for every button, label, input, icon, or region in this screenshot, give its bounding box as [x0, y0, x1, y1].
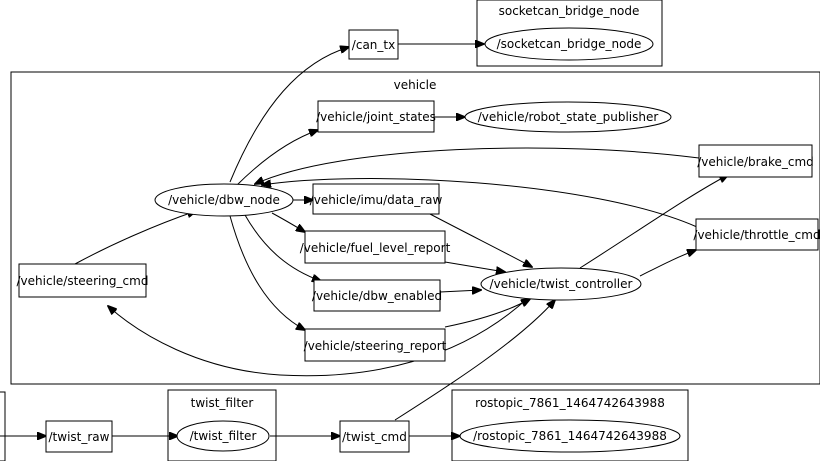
twist-cmd-label: /twist_cmd — [342, 430, 407, 444]
node-robot-state-publisher[interactable]: /vehicle/robot_state_publisher — [464, 101, 672, 133]
fuel-level-report-label: /vehicle/fuel_level_report — [300, 241, 451, 255]
topic-fuel-level-report[interactable]: /vehicle/fuel_level_report — [300, 230, 451, 264]
cluster-rostopic: rostopic_7861_1464742643988 — [451, 389, 689, 461]
topic-throttle-cmd[interactable]: /vehicle/throttle_cmd — [693, 218, 820, 251]
edge-dbw-node-to-joint-states — [235, 130, 318, 187]
steering-report-label: /vehicle/steering_report — [304, 339, 447, 353]
node-socketcan-bridge-node[interactable]: /socketcan_bridge_node — [484, 27, 654, 61]
edge-throttle-cmd-to-dbw-node — [262, 178, 698, 228]
brake-cmd-label: /vehicle/brake_cmd — [697, 155, 814, 169]
node-rostopic[interactable]: /rostopic_7861_1464742643988 — [459, 419, 681, 453]
edge-twist-controller-to-throttle-cmd — [639, 250, 696, 277]
edge-dbw-node-to-can-tx — [229, 47, 349, 183]
twist-raw-label: /twist_raw — [49, 430, 110, 444]
edge-dbw-node-to-dbw-enabled — [244, 214, 321, 281]
cluster-label-socketcan: socketcan_bridge_node — [499, 4, 640, 18]
cluster-socketcan-bridge-node: socketcan_bridge_node — [476, 0, 663, 67]
dbw-enabled-label: /vehicle/dbw_enabled — [312, 289, 442, 303]
twist-controller-label: /vehicle/twist_controller — [490, 277, 633, 291]
topic-joint-states[interactable]: /vehicle/joint_states — [316, 100, 436, 133]
topic-twist-raw[interactable]: /twist_raw — [45, 420, 113, 453]
cluster-label-rostopic: rostopic_7861_1464742643988 — [475, 396, 665, 410]
topic-twist-cmd[interactable]: /twist_cmd — [339, 420, 410, 453]
topic-can-tx[interactable]: /can_tx — [348, 29, 399, 60]
topic-brake-cmd[interactable]: /vehicle/brake_cmd — [697, 144, 814, 178]
node-dbw-node[interactable]: /vehicle/dbw_node — [154, 183, 294, 217]
topic-steering-report[interactable]: /vehicle/steering_report — [304, 328, 447, 362]
edge-twist-controller-to-steering-cmd — [108, 297, 529, 377]
edge-imu-data-raw-to-twist-controller — [429, 213, 532, 267]
socketcan-bridge-node-label: /socketcan_bridge_node — [497, 37, 642, 51]
cluster-twist-filter: twist_filter — [167, 389, 277, 461]
edge-twist-cmd-to-twist-controller — [394, 300, 555, 421]
steering-cmd-label: /vehicle/steering_cmd — [17, 274, 149, 288]
edge-dbw-enabled-to-twist-controller — [439, 290, 481, 292]
twist-filter-label: /twist_filter — [190, 429, 257, 443]
edge-fuel-level-report-to-twist-controller — [444, 261, 505, 272]
rostopic-label: /rostopic_7861_1464742643988 — [473, 429, 667, 443]
dbw-node-label: /vehicle/dbw_node — [168, 193, 280, 207]
edge-steering-report-to-twist-controller — [444, 299, 530, 328]
cluster-vehicle: vehicle — [10, 71, 820, 385]
topic-dbw-enabled[interactable]: /vehicle/dbw_enabled — [312, 279, 442, 312]
edge-brake-cmd-to-dbw-node — [255, 147, 700, 184]
edge-twist-controller-to-brake-cmd — [579, 175, 728, 269]
cluster-label-vehicle: vehicle — [394, 78, 437, 92]
joint-states-label: /vehicle/joint_states — [316, 110, 436, 124]
node-twist-filter[interactable]: /twist_filter — [176, 420, 270, 452]
edges — [0, 44, 728, 436]
edge-steering-cmd-to-dbw-node — [74, 211, 196, 265]
can-tx-label: /can_tx — [352, 38, 395, 52]
imu-data-raw-label: /vehicle/imu/data_raw — [310, 193, 443, 207]
topic-imu-data-raw[interactable]: /vehicle/imu/data_raw — [310, 183, 443, 215]
robot-state-publisher-label: /vehicle/robot_state_publisher — [478, 110, 659, 124]
edge-dbw-node-to-steering-report — [229, 215, 305, 330]
edge-dbw-node-to-fuel-level-report — [271, 212, 305, 232]
cluster-label-twist-filter: twist_filter — [191, 396, 254, 410]
cluster-partial-left — [0, 391, 6, 461]
topic-steering-cmd[interactable]: /vehicle/steering_cmd — [17, 263, 149, 298]
throttle-cmd-label: /vehicle/throttle_cmd — [693, 228, 820, 242]
node-twist-controller[interactable]: /vehicle/twist_controller — [480, 267, 642, 301]
